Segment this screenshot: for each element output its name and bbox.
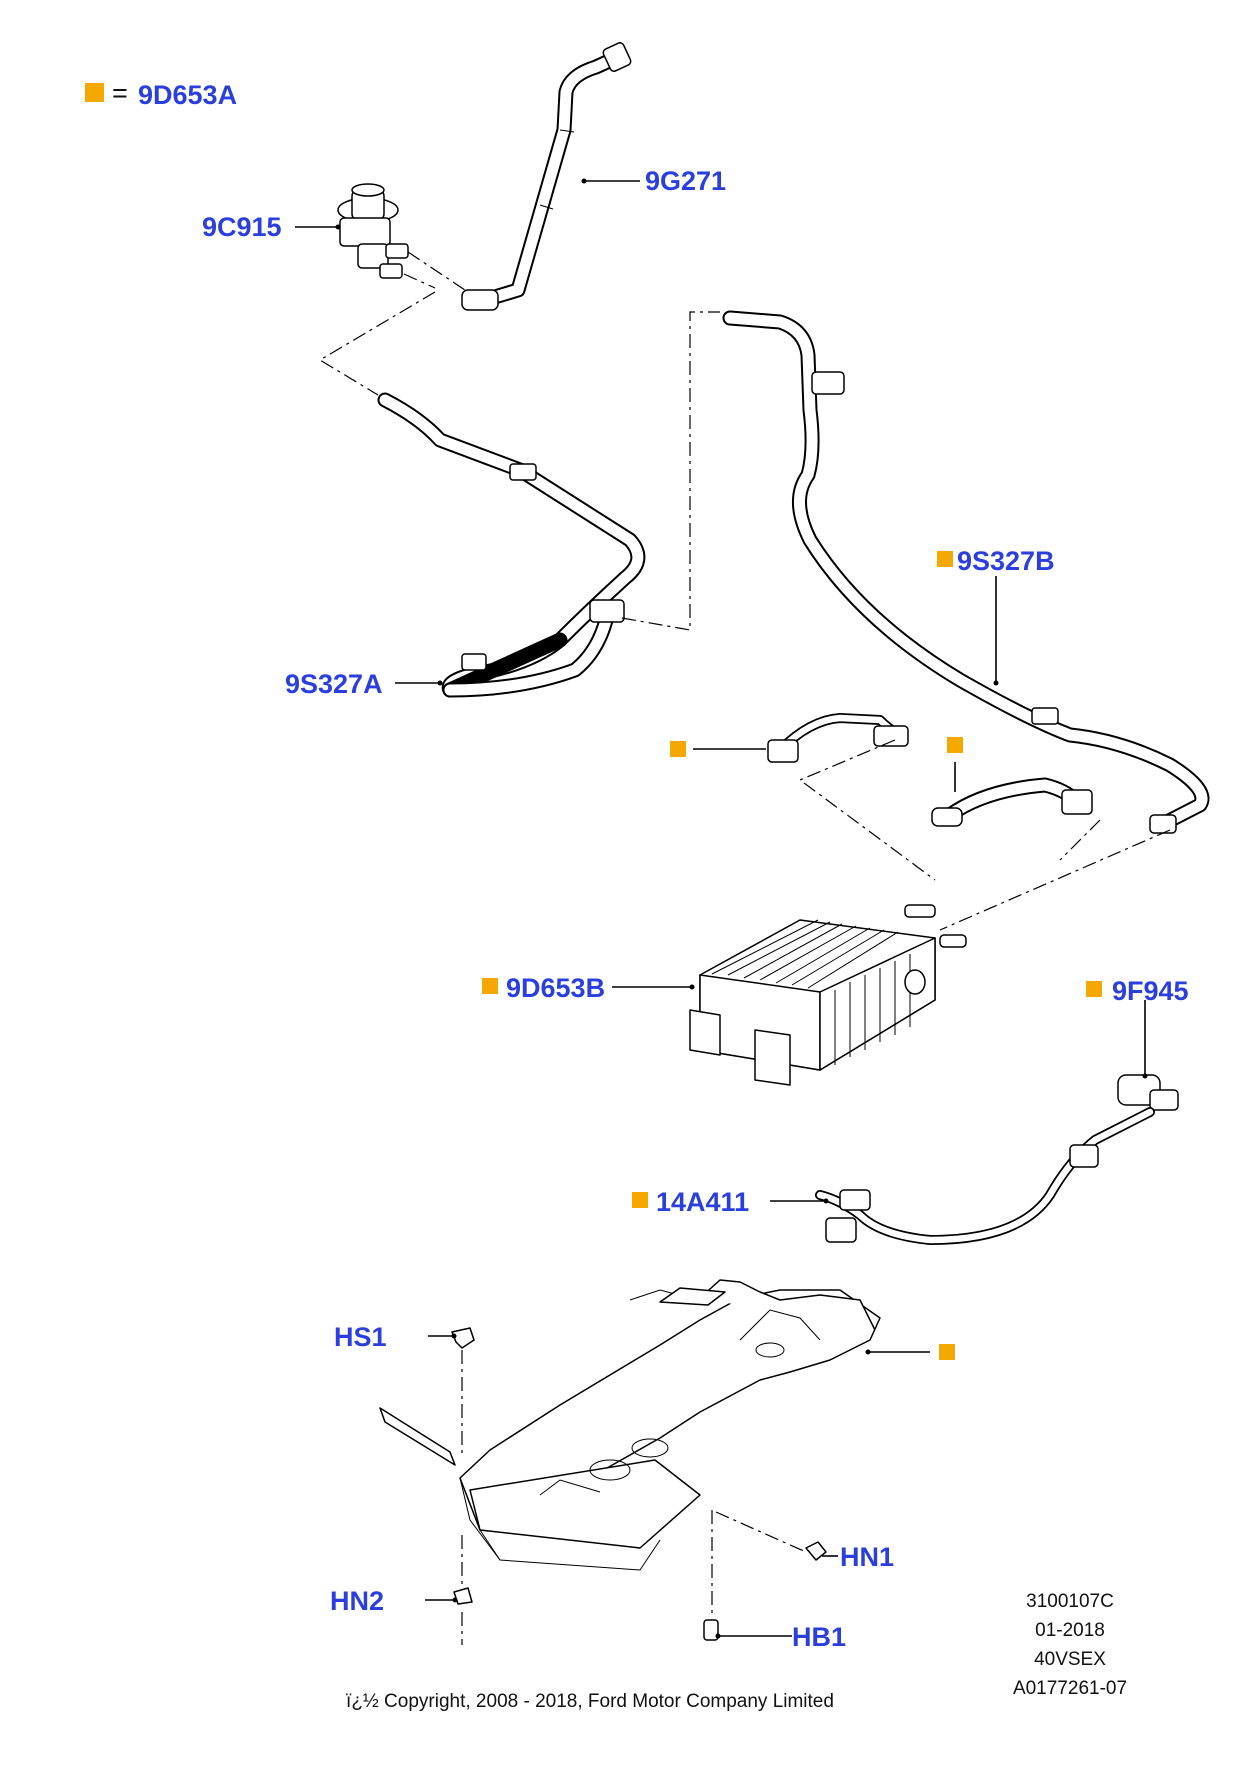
shield-tray (379, 1279, 881, 1571)
meta-line-1: 3100107C (1026, 1591, 1114, 1612)
hose-9g271 (461, 42, 632, 311)
hose-small-lower (931, 777, 1093, 827)
hose-small-upper (767, 713, 909, 763)
legend-equals: = (112, 78, 128, 108)
label-hn1: HN1 (840, 1542, 894, 1572)
label-9s327a: 9S327A (285, 669, 383, 699)
valve-9c915 (337, 183, 409, 279)
fastener-hn1 (805, 1541, 827, 1561)
hose-9s327a (377, 392, 646, 698)
copyright-text: ï¿½ Copyright, 2008 - 2018, Ford Motor C… (346, 1691, 834, 1712)
legend: = 9D653A (85, 78, 237, 110)
fastener-hb1 (703, 1619, 719, 1641)
marker-9f945 (1086, 981, 1102, 997)
canister-9d653b (689, 904, 967, 1086)
fastener-hs1 (451, 1327, 475, 1349)
harness-14a411 (815, 1107, 1155, 1245)
label-9c915: 9C915 (202, 212, 282, 242)
marker-9d653b (482, 978, 498, 994)
meta-line-3: 40VSEX (1034, 1649, 1106, 1670)
label-hn2: HN2 (330, 1586, 384, 1616)
marker-hose-small-lower (947, 737, 963, 753)
label-9d653b: 9D653B (506, 973, 605, 1003)
meta-line-2: 01-2018 (1035, 1620, 1105, 1641)
meta-line-4: A0177261-07 (1013, 1678, 1127, 1699)
legend-part-label: 9D653A (138, 80, 237, 110)
label-hs1: HS1 (334, 1322, 387, 1352)
sensor-9f945 (1117, 1074, 1179, 1111)
label-9s327b: 9S327B (957, 546, 1055, 576)
legend-marker (85, 83, 104, 102)
marker-hose-small-upper (670, 741, 686, 757)
label-9f945: 9F945 (1112, 976, 1189, 1006)
label-14a411: 14A411 (656, 1187, 749, 1217)
marker-9s327b (937, 551, 953, 567)
hose-9s327b (722, 310, 1210, 834)
marker-14a411 (632, 1192, 648, 1208)
label-hb1: HB1 (792, 1622, 846, 1652)
label-9g271: 9G271 (645, 166, 726, 196)
drawing-metadata: 3100107C 01-2018 40VSEX A0177261-07 (1013, 1591, 1127, 1699)
marker-shield-tray (939, 1344, 955, 1360)
